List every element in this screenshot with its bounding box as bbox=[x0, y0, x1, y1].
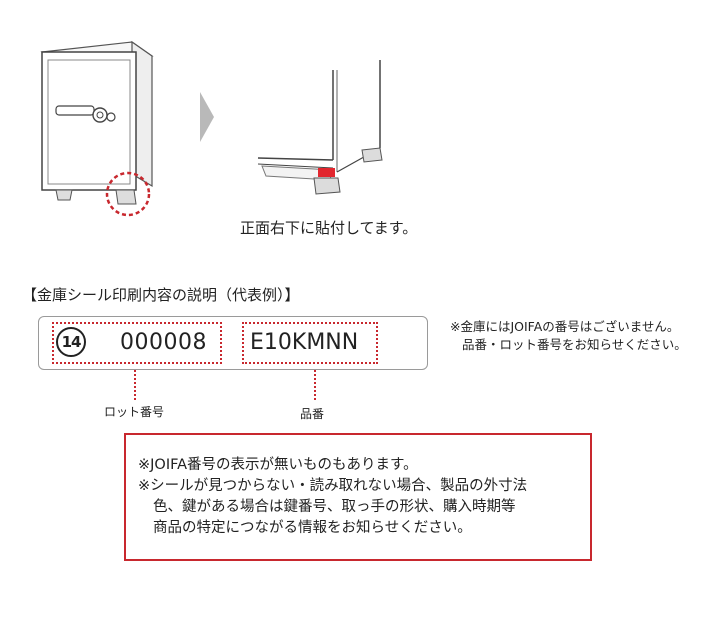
notice-line: 商品の特定につながる情報をお知らせください。 bbox=[153, 520, 472, 536]
chevron-right-icon bbox=[200, 92, 214, 142]
lot-number: 000008 bbox=[120, 330, 207, 355]
label-sample-box bbox=[38, 316, 428, 370]
lot-circle-number: 14 bbox=[56, 327, 86, 357]
placement-caption: 正面右下に貼付してます。 bbox=[240, 219, 418, 237]
product-leader-line bbox=[314, 370, 316, 400]
side-note-line: ※金庫にはJOIFAの番号はございません。 bbox=[450, 319, 680, 334]
lot-leader-line bbox=[134, 370, 136, 400]
notice-line: ※シールが見つからない・読み取れない場合、製品の外寸法 bbox=[138, 478, 528, 494]
notice-line: 色、鍵がある場合は鍵番号、取っ手の形状、購入時期等 bbox=[153, 499, 516, 515]
safe-dial-icon bbox=[92, 107, 108, 123]
product-number: E10KMNN bbox=[250, 330, 359, 355]
lot-field-highlight bbox=[52, 322, 222, 364]
side-note: ※金庫にはJOIFAの番号はございません。 品番・ロット番号をお知らせください。 bbox=[450, 318, 687, 354]
notice-box: ※JOIFA番号の表示が無いものもあります。 ※シールが見つからない・読み取れな… bbox=[124, 433, 592, 561]
safe-front-view bbox=[40, 40, 154, 217]
safe-illustration bbox=[40, 40, 383, 217]
product-number-label: 品番 bbox=[300, 407, 325, 421]
notice-line: ※JOIFA番号の表示が無いものもあります。 bbox=[138, 457, 418, 473]
side-note-line: 品番・ロット番号をお知らせください。 bbox=[462, 337, 687, 352]
safe-closeup-view bbox=[257, 60, 383, 195]
section-title: 【金庫シール印刷内容の説明（代表例）】 bbox=[22, 286, 300, 304]
label-sticker bbox=[318, 168, 335, 177]
highlight-circle bbox=[105, 171, 151, 217]
product-field-highlight bbox=[242, 322, 378, 364]
lot-number-label: ロット番号 bbox=[104, 405, 165, 419]
